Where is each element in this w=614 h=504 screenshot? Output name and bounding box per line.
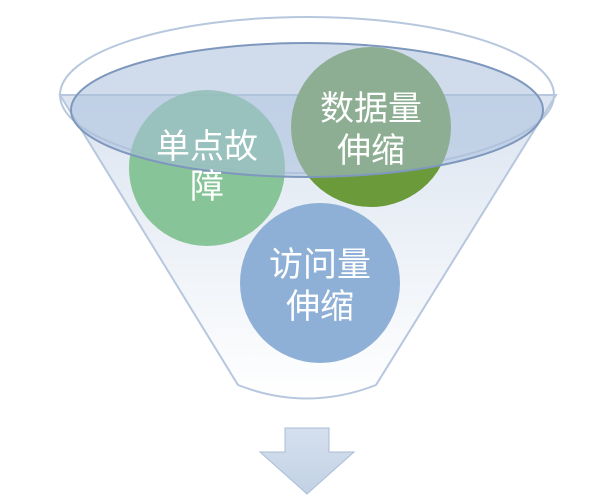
circle-traffic-scaling bbox=[240, 203, 400, 363]
label-single-point-failure-line2: 障 bbox=[190, 167, 224, 207]
label-traffic-scaling-line1: 访问量 bbox=[269, 245, 371, 285]
label-data-volume-scaling-line2: 伸缩 bbox=[337, 131, 405, 171]
funnel-liquid-surface bbox=[70, 42, 544, 178]
label-single-point-failure-line1: 单点故 bbox=[156, 127, 258, 167]
label-data-volume-scaling-line1: 数据量 bbox=[320, 89, 422, 129]
down-arrow-icon bbox=[258, 427, 356, 495]
label-traffic-scaling-line2: 伸缩 bbox=[286, 287, 354, 327]
